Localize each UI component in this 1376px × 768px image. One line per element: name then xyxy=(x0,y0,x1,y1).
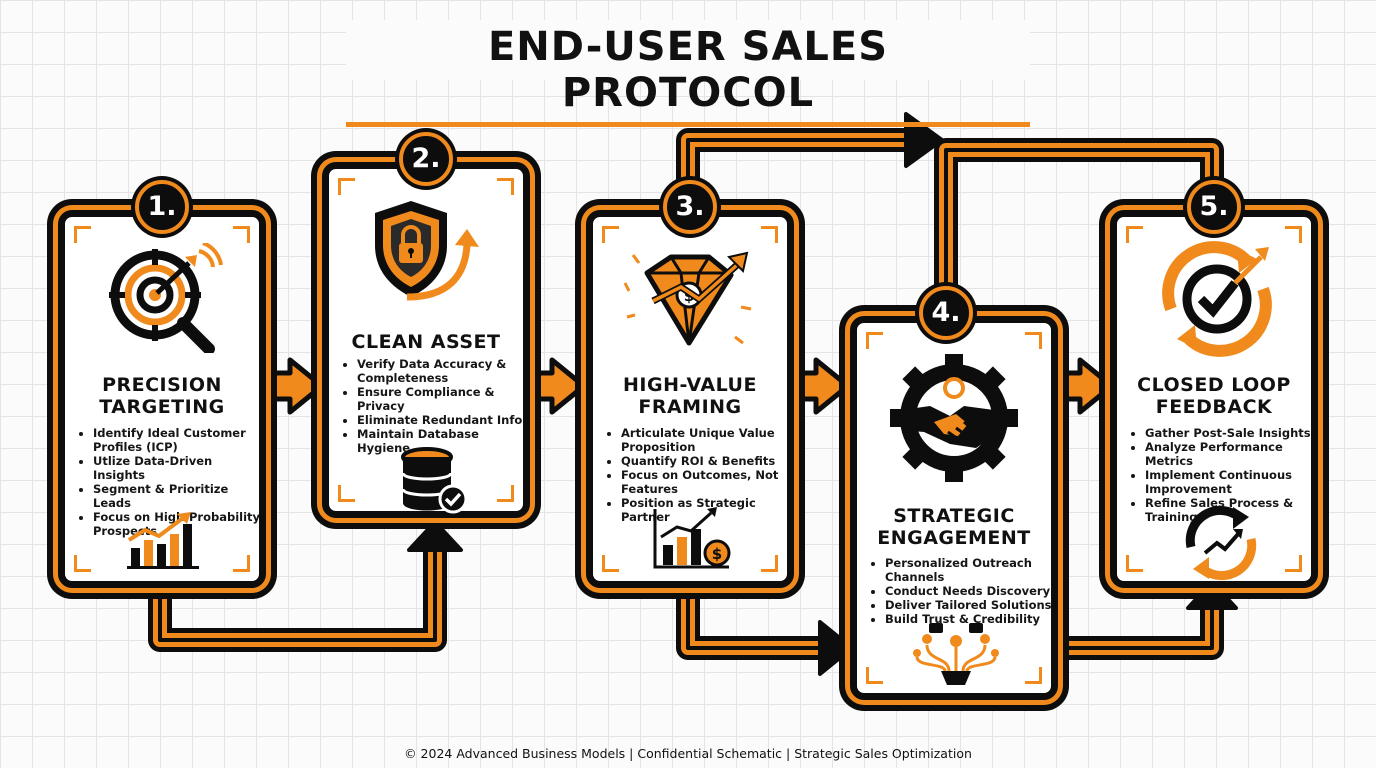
bullet-item: Gather Post-Sale Insights xyxy=(1145,426,1317,440)
svg-text:$: $ xyxy=(712,545,722,563)
bullet-item: Build Trust & Credibility xyxy=(885,612,1057,626)
connector-pipe-3-top xyxy=(676,112,944,182)
footer-text: © 2024 Advanced Business Models | Confid… xyxy=(404,746,972,761)
bullet-item: Articulate Unique Value Proposition xyxy=(621,426,793,454)
step-bullets-4: Personalized Outreach Channels Conduct N… xyxy=(871,556,1057,626)
step-bullets-1: Identify Ideal Customer Profiles (ICP) U… xyxy=(79,426,265,538)
bullet-item: Maintain Database Hygiene xyxy=(357,427,529,455)
step-number-badge-3: 3. xyxy=(663,180,717,234)
refresh-check-icon xyxy=(1162,241,1272,357)
arrow-1-2 xyxy=(255,357,325,415)
step-number-badge-1: 1. xyxy=(135,180,189,234)
bullet-item: Personalized Outreach Channels xyxy=(885,556,1057,584)
connector-pipe-4-5 xyxy=(1060,580,1238,660)
connector-pipe-3-4 xyxy=(676,590,854,676)
bullet-item: Ensure Compliance & Privacy xyxy=(357,385,529,413)
step-number-badge-2: 2. xyxy=(399,132,453,186)
diamond-dollar-icon: $ xyxy=(623,251,752,346)
bullet-item: Implement Continuous Improvement xyxy=(1145,468,1317,496)
cycle-arrows-icon xyxy=(1185,505,1257,581)
bullet-item: Deliver Tailored Solutions xyxy=(885,598,1057,612)
step-card-3: $ HIGH-VALUE FRAMING Articulate Unique V… xyxy=(586,210,794,588)
bullet-item: Utlize Data-Driven Insights xyxy=(93,454,265,482)
bar-chart-dollar-icon: $ xyxy=(653,507,731,569)
step-number-badge-4: 4. xyxy=(919,286,973,340)
bullet-item: Analyze Performance Metrics xyxy=(1145,440,1317,468)
step-title-3: HIGH-VALUE FRAMING xyxy=(623,374,757,418)
step-title-4: STRATEGIC ENGAGEMENT xyxy=(877,505,1031,549)
bullet-item: Focus on Outcomes, Not Features xyxy=(621,468,793,496)
page-title: END-USER SALES PROTOCOL xyxy=(346,24,1030,127)
target-magnifier-icon xyxy=(109,243,223,353)
step-card-5: CLOSED LOOP FEEDBACK Gather Post-Sale In… xyxy=(1110,210,1318,588)
connector-pipe-1-2 xyxy=(148,520,463,652)
step-card-2: CLEAN ASSET Verify Data Accuracy & Compl… xyxy=(322,162,530,518)
bullet-item: Identify Ideal Customer Profiles (ICP) xyxy=(93,426,265,454)
database-check-icon xyxy=(401,447,468,514)
step-title-2: CLEAN ASSET xyxy=(351,331,501,353)
step-number-badge-5: 5. xyxy=(1187,180,1241,234)
rising-bar-chart-icon xyxy=(127,512,199,569)
connector-pipe-4-5-top xyxy=(934,138,1224,290)
title-banner: END-USER SALES PROTOCOL xyxy=(346,20,1030,127)
step-title-1: PRECISION TARGETING xyxy=(99,374,225,418)
bullet-item: Conduct Needs Discovery xyxy=(885,584,1057,598)
bullet-item: Segment & Prioritize Leads xyxy=(93,482,265,510)
step-bullets-3: Articulate Unique Value Proposition Quan… xyxy=(607,426,793,524)
funnel-network-icon xyxy=(913,623,999,685)
step-card-1: PRECISION TARGETING Identify Ideal Custo… xyxy=(58,210,266,588)
bullet-item: Quantify ROI & Benefits xyxy=(621,454,793,468)
gear-handshake-icon xyxy=(890,354,1018,482)
shield-lock-icon xyxy=(375,201,479,301)
step-title-5: CLOSED LOOP FEEDBACK xyxy=(1137,374,1291,418)
bullet-item: Refine Sales Process & Training xyxy=(1145,496,1317,524)
step-card-4: STRATEGIC ENGAGEMENT Personalized Outrea… xyxy=(850,316,1058,700)
bullet-item: Eliminate Redundant Info xyxy=(357,413,529,427)
bullet-item: Position as Strategic Partner xyxy=(621,496,793,524)
step-bullets-2: Verify Data Accuracy & Completeness Ensu… xyxy=(343,357,529,455)
bullet-item: Verify Data Accuracy & Completeness xyxy=(357,357,529,385)
step-bullets-5: Gather Post-Sale Insights Analyze Perfor… xyxy=(1131,426,1317,524)
